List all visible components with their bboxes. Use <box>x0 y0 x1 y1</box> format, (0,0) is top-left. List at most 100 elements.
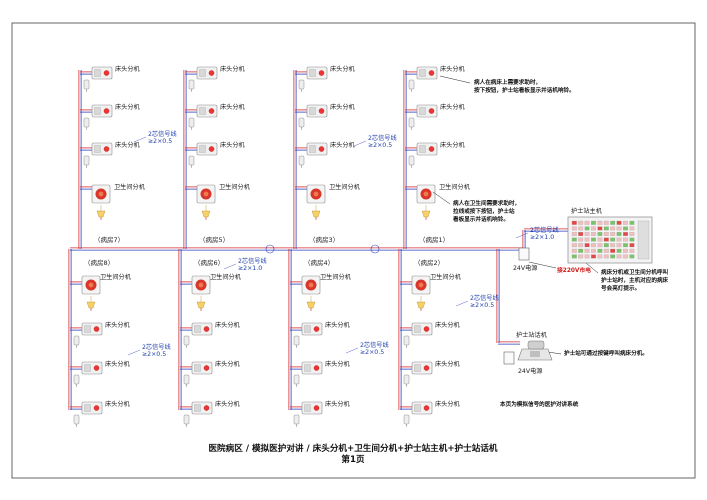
toilet-unit-bottom-3 <box>301 275 321 295</box>
master-indicator-led <box>578 248 584 253</box>
bed-plug-top-2-3 <box>188 155 195 169</box>
master-indicator-led <box>629 243 635 248</box>
bedside-label-bottom-1-1: 床头分机 <box>105 321 131 329</box>
master-indicator-led <box>623 226 628 231</box>
master-indicator-led <box>597 232 603 236</box>
wire-spec-w2-leader <box>353 140 367 147</box>
bedside-label-bottom-4-1: 床头分机 <box>435 321 461 329</box>
wire-layer <box>68 70 610 410</box>
bedside-label-top-4-2: 床头分机 <box>440 103 466 111</box>
master-indicator-led <box>610 237 616 242</box>
device-layer <box>73 66 438 428</box>
wire-spec-w7-type: 2芯信号线 <box>470 294 499 302</box>
nurse-station-master: 护士站主机 <box>567 207 653 264</box>
master-indicator-led <box>578 237 584 242</box>
master-indicator-led <box>623 237 628 242</box>
bedside-label-top-2-1: 床头分机 <box>220 65 246 73</box>
footer-note: 本页为模拟信号的医护对讲系统 <box>500 400 579 408</box>
bed-plug-top-1-2 <box>83 117 90 131</box>
room-label-bottom-1: （病房8） <box>84 258 114 267</box>
wire-spec-w3-type: 2芯信号线 <box>530 226 559 234</box>
bed-plug-top-4-2 <box>408 117 415 131</box>
mains-cable <box>528 261 557 269</box>
bed-plug-bottom-2-2 <box>183 374 190 388</box>
note-master-indicator-2: 护士站时，主机对应的病床 <box>601 276 669 284</box>
bed-plug-top-4-3 <box>408 155 415 169</box>
power-supply-1-label: 24V电源 <box>513 264 537 272</box>
master-indicator-led <box>571 237 577 242</box>
bed-plug-top-1-3 <box>83 155 90 169</box>
bedside-unit-top-2-1 <box>196 66 218 80</box>
note-bedside-call-2: 按下按钮，护士站看板显示并话机响铃。 <box>474 86 575 94</box>
master-indicator-led <box>616 237 622 242</box>
toilet-pull-bottom-1 <box>86 295 96 312</box>
nurse-station-phone: 护士站话机 <box>516 331 553 361</box>
toilet-pull-top-3 <box>311 204 321 221</box>
toilet-label-top-1: 卫生间分机 <box>114 183 146 191</box>
wire-spec-w3-leader <box>515 232 529 239</box>
master-indicator-led <box>597 237 603 242</box>
note-toilet-call-1: 病人在卫生间需要求助时， <box>453 199 520 207</box>
master-indicator-led <box>610 243 616 248</box>
wire-spec-w6-leader <box>223 263 237 270</box>
bedside-label-bottom-3-2: 床头分机 <box>325 360 351 368</box>
toilet-unit-top-3 <box>306 184 326 204</box>
bedside-unit-top-1-1 <box>91 66 113 80</box>
bedside-label-top-3-3: 床头分机 <box>330 141 356 149</box>
toilet-unit-bottom-4 <box>411 275 431 295</box>
bed-plug-bottom-4-1 <box>403 335 410 349</box>
master-indicator-led <box>603 243 609 248</box>
wire-spec-w2-type: 2芯信号线 <box>368 134 397 142</box>
master-indicator-led <box>603 237 609 242</box>
bed-plug-bottom-4-3 <box>403 414 410 428</box>
wire-spec-w6-type: 2芯信号线 <box>238 257 267 265</box>
master-indicator-led <box>603 254 609 259</box>
page-number: 第1页 <box>341 453 365 465</box>
bedside-unit-bottom-4-1 <box>411 322 433 336</box>
bedside-label-top-3-1: 床头分机 <box>330 65 356 73</box>
bedside-unit-bottom-2-2 <box>191 361 213 375</box>
toilet-pull-bottom-3 <box>306 295 316 312</box>
wire-spec-w6-size: ≥2×1.0 <box>238 265 262 272</box>
bed-plug-top-1-1 <box>83 79 90 93</box>
note-bedside-call-1: 病人在病床上需要求助时， <box>474 78 541 86</box>
toilet-label-bottom-3: 卫生间分机 <box>320 273 352 281</box>
master-indicator-led <box>591 248 596 253</box>
toilet-pull-bottom-2 <box>196 295 206 312</box>
bedside-label-top-2-2: 床头分机 <box>220 103 246 111</box>
note-toilet-call-2: 拉线或按下按钮，护士站 <box>453 207 515 215</box>
wire-spec-w1-size: ≥2×0.5 <box>148 138 172 145</box>
bedside-unit-top-3-3 <box>306 142 328 156</box>
master-indicator-led <box>571 248 577 253</box>
room-label-top-4: （病房1） <box>419 235 449 244</box>
junction-marker-1 <box>265 244 275 254</box>
master-indicator-led <box>591 232 596 236</box>
power-supply-2-label: 24V电源 <box>518 367 542 375</box>
master-indicator-led <box>571 232 577 236</box>
master-indicator-led <box>584 254 590 259</box>
bedside-label-top-1-1: 床头分机 <box>115 65 141 73</box>
master-indicator-led <box>584 237 590 242</box>
master-indicator-led <box>616 232 622 236</box>
bedside-label-top-1-3: 床头分机 <box>115 141 141 149</box>
toilet-unit-bottom-1 <box>81 275 101 295</box>
bedside-unit-bottom-4-2 <box>411 361 433 375</box>
bedside-unit-bottom-4-3 <box>411 401 433 415</box>
bedside-label-top-2-3: 床头分机 <box>220 141 246 149</box>
bedside-unit-top-1-3 <box>91 142 113 156</box>
junction-marker-2 <box>370 244 380 254</box>
master-indicator-led <box>629 254 635 259</box>
bedside-label-bottom-4-3: 床头分机 <box>435 400 461 408</box>
bedside-unit-bottom-1-2 <box>81 361 103 375</box>
master-indicator-led <box>591 220 596 225</box>
bed-plug-top-3-1 <box>298 79 305 93</box>
bedside-unit-top-4-1 <box>416 66 438 80</box>
note-leader-2 <box>432 191 451 205</box>
bedside-unit-top-3-1 <box>306 66 328 80</box>
page-border <box>11 22 696 479</box>
toilet-unit-top-1 <box>91 184 111 204</box>
bed-plug-top-2-2 <box>188 117 195 131</box>
bedside-label-bottom-3-3: 床头分机 <box>325 400 351 408</box>
master-indicator-led <box>571 220 577 225</box>
toilet-unit-top-4 <box>416 184 436 204</box>
